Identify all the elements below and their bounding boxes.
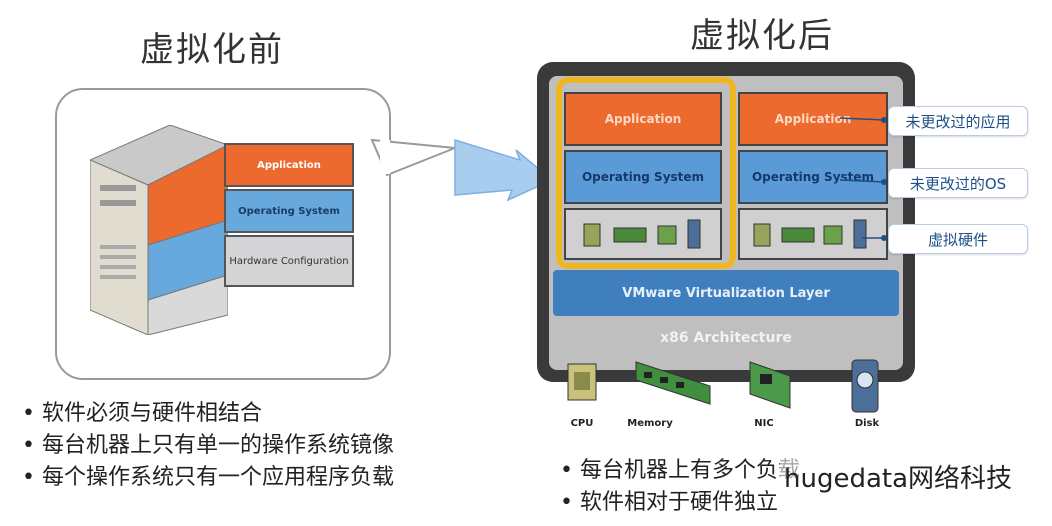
callout-virtual-hardware: 虚拟硬件	[888, 224, 1028, 254]
vm2-hardware-icons	[753, 219, 867, 249]
before-application-layer: Application	[224, 143, 354, 187]
vm2-virtual-hardware	[738, 208, 888, 260]
before-title: 虚拟化前	[140, 30, 284, 70]
callout-unmodified-app: 未更改过的应用	[888, 106, 1028, 136]
watermark: hugedata网络科技	[780, 458, 1017, 495]
before-hardware-layer: Hardware Configuration	[224, 235, 354, 287]
vmware-virtualization-layer: VMware Virtualization Layer	[553, 270, 899, 316]
callout-connectors	[840, 117, 887, 241]
before-os-layer: Operating System	[224, 189, 354, 233]
after-title: 虚拟化后	[690, 16, 834, 56]
before-bullet-1: 软件必须与硬件相结合	[22, 398, 394, 430]
hw-label-disk: Disk	[854, 418, 880, 429]
after-bullet-1: 每台机器上有多个负载	[560, 455, 800, 487]
x86-architecture-label: x86 Architecture	[660, 330, 792, 346]
callout-unmodified-os: 未更改过的OS	[888, 168, 1028, 198]
before-bullet-2: 每台机器上只有单一的操作系统镜像	[22, 430, 394, 462]
vm1-hardware-icons	[583, 219, 701, 249]
cpu-icon	[567, 363, 597, 401]
hw-label-memory: Memory	[627, 418, 673, 429]
memory-icon	[635, 361, 711, 405]
hw-label-nic: NIC	[754, 418, 774, 429]
hw-label-cpu: CPU	[570, 418, 594, 429]
vm1-application-layer: Application	[564, 92, 722, 146]
server-tower-icon	[90, 125, 228, 335]
before-bullet-3: 每个操作系统只有一个应用程序负载	[22, 462, 394, 494]
before-bullets: 软件必须与硬件相结合 每台机器上只有单一的操作系统镜像 每个操作系统只有一个应用…	[22, 398, 394, 494]
vm1-highlight-border	[556, 77, 736, 269]
physical-hardware-icons	[567, 359, 879, 413]
vm1-virtual-hardware	[564, 208, 722, 260]
vm1-os-layer: Operating System	[564, 150, 722, 204]
nic-icon	[749, 361, 791, 409]
after-bullets: 每台机器上有多个负载 软件相对于硬件独立	[560, 455, 800, 519]
disk-icon	[851, 359, 879, 413]
after-bullet-2: 软件相对于硬件独立	[560, 487, 800, 519]
